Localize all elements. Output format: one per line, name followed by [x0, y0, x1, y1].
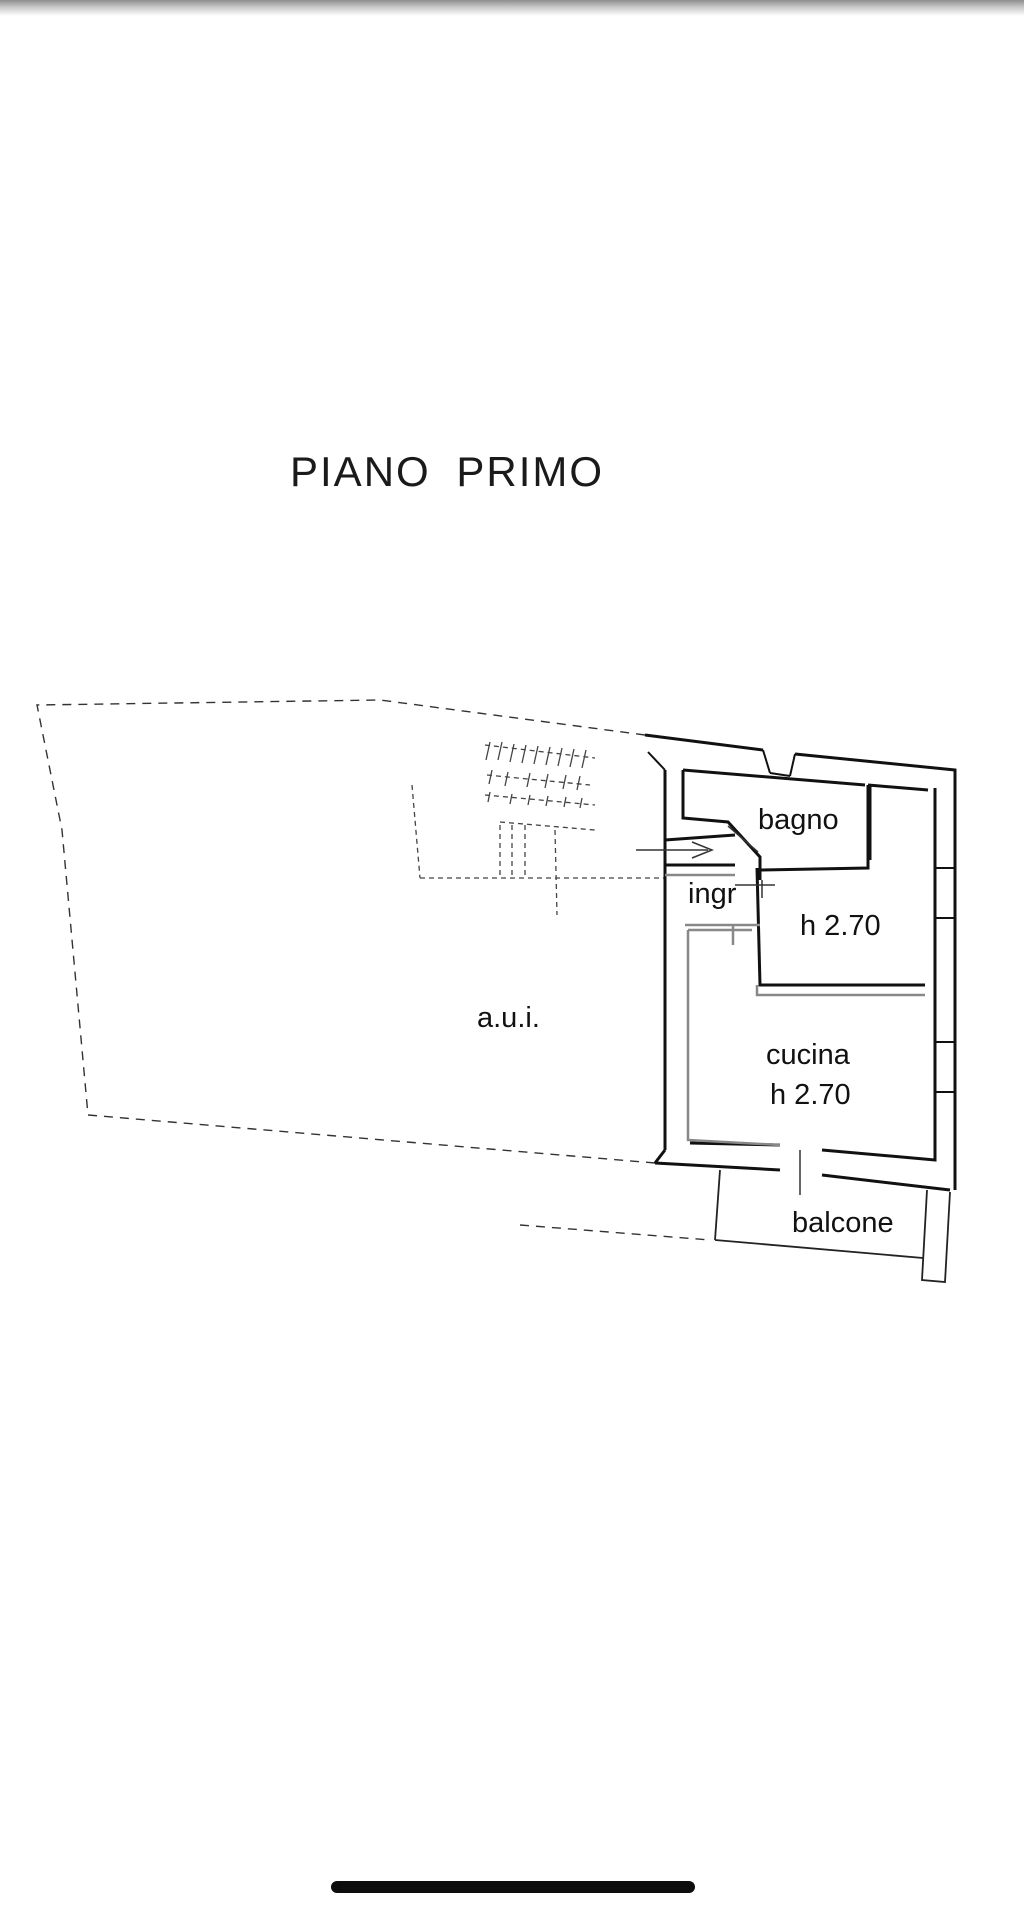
room-label-aui: a.u.i.: [477, 1002, 540, 1034]
room-label-height: h 2.70: [800, 910, 881, 942]
room-label-ingresso: ingr: [688, 878, 737, 910]
room-label-balcone: balcone: [792, 1207, 894, 1239]
stair-sketch: [411, 741, 665, 916]
bagno-walls: [664, 768, 929, 987]
status-bar-shadow: [0, 0, 1024, 16]
home-indicator[interactable]: [331, 1881, 695, 1893]
interior-partitions: [665, 873, 925, 1147]
floor-plan-title: PIANO PRIMO: [290, 448, 605, 495]
apartment-walls: [644, 733, 957, 1192]
aui-boundary: [36, 699, 656, 1164]
room-label-bagno: bagno: [758, 804, 839, 836]
entry-arrow: [636, 825, 801, 1195]
balcony-outline: [714, 1169, 951, 1283]
balcony-dashed-edge: [519, 1224, 711, 1241]
room-label-cucina-height: h 2.70: [770, 1079, 851, 1111]
room-label-cucina: cucina: [766, 1039, 851, 1071]
